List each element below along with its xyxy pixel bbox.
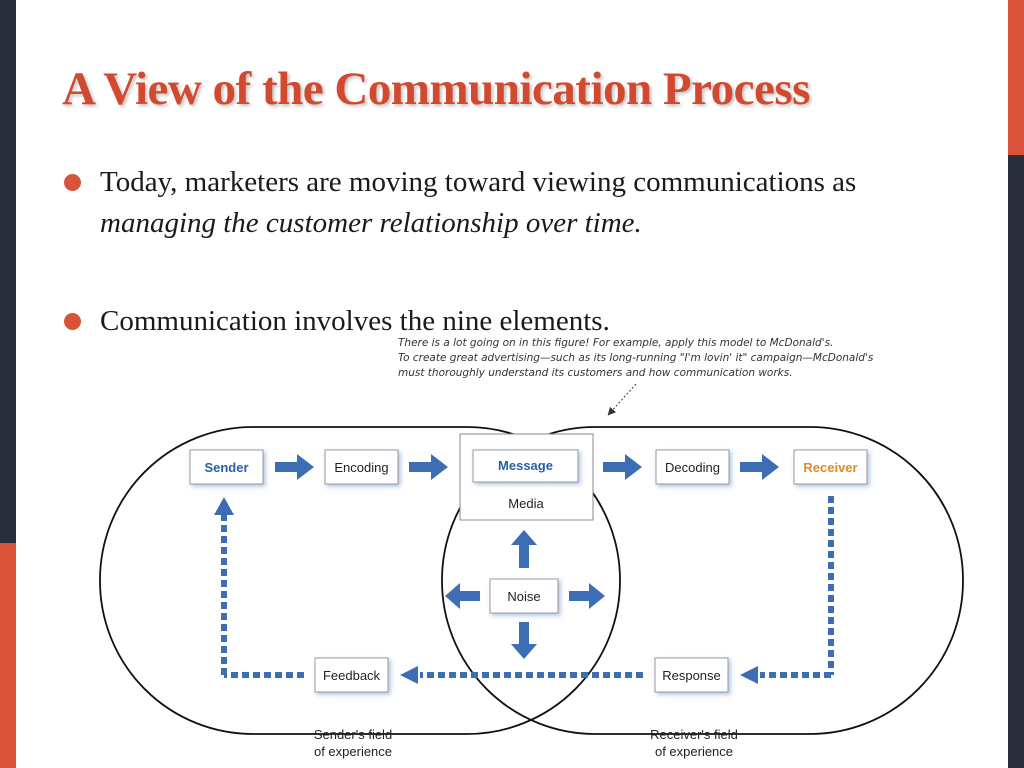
caption-line: There is a lot going on in this figure! … [398,337,834,349]
arrow-left-icon [740,666,758,684]
arrow-right-icon [409,454,448,480]
feedback-box: Feedback [314,657,389,693]
message-box: Message [472,449,579,483]
arrow-right-icon [569,583,605,609]
receiver-label: Receiver [803,460,857,475]
caption-line: To create great advertising—such as its … [398,352,874,364]
arrow-left-icon [445,583,480,609]
bullet-item: Today, marketers are moving toward viewi… [64,162,890,244]
sender-field-ellipse [99,426,621,735]
sender-box: Sender [189,449,264,485]
feedback-label: Feedback [323,668,381,683]
bullet-dot-icon [64,313,81,330]
arrow-right-icon [275,454,314,480]
arrow-left-icon [400,666,418,684]
arrow-right-icon [740,454,779,480]
sender-field-label: of experience [314,744,392,759]
left-accent-bar-red [0,543,16,768]
caption-pointer-arrow [607,383,637,416]
flow-arrows [275,454,779,659]
message-label: Message [498,458,553,473]
left-accent-bar-dark [0,0,16,543]
receiver-field-ellipse [441,426,964,735]
sender-label: Sender [204,460,248,475]
bullet-text: Today, marketers are moving toward viewi… [100,166,857,198]
noise-label: Noise [507,589,540,604]
arrow-right-icon [603,454,642,480]
feedback-loop [214,496,834,684]
bullet-text: Communication involves the nine elements… [100,305,610,337]
bullet-dot-icon [64,174,81,191]
response-label: Response [662,668,721,683]
receiver-field-label: of experience [655,744,733,759]
right-accent-bar-red [1008,0,1024,155]
bullet-item: Communication involves the nine elements… [64,301,890,342]
caption-line: must thoroughly understand its customers… [398,367,793,379]
receiver-field-label: Receiver's field [650,727,738,742]
media-label: Media [508,496,544,511]
arrow-up-icon [214,497,234,515]
right-accent-bar-dark [1008,155,1024,768]
response-box: Response [654,657,729,693]
arrow-down-icon [511,622,537,659]
decoding-label: Decoding [665,460,720,475]
receiver-box: Receiver [793,449,868,485]
encoding-box: Encoding [324,449,399,485]
sender-field-label: Sender's field [314,727,392,742]
noise-box: Noise [489,578,559,614]
figure-caption: There is a lot going on in this figure! … [398,336,918,381]
encoding-label: Encoding [334,460,388,475]
arrow-up-icon [511,530,537,568]
bullet-emphasis-text: managing the customer relationship over … [100,207,642,239]
slide-title: A View of the Communication Process [62,63,810,115]
decoding-box: Decoding [655,449,730,485]
